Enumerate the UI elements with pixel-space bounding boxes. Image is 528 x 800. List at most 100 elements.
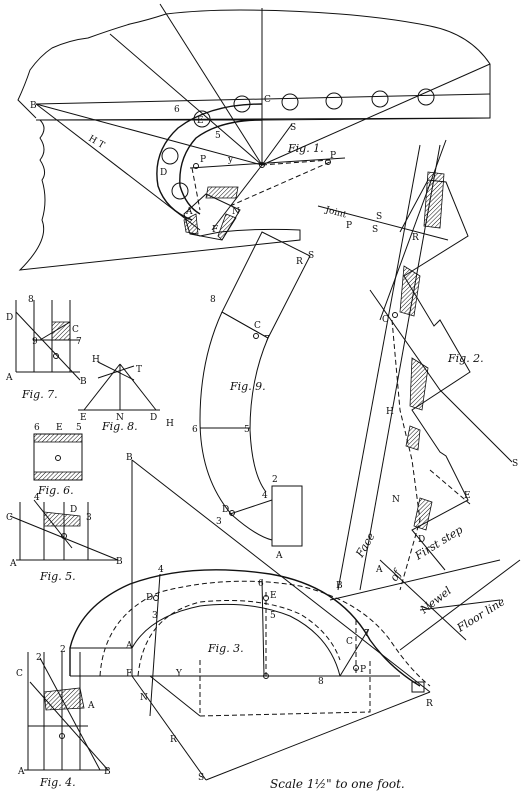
fig4-label-2: 2 [36, 653, 42, 663]
fig9-label-a: A [275, 551, 283, 561]
fig2-label-b: B [336, 581, 343, 591]
fig6-label-5: 5 [76, 423, 82, 433]
fig9-label-4: 4 [262, 491, 268, 501]
fig2-label-h: H [386, 407, 394, 417]
fig4-label-b: B [104, 767, 111, 777]
fig1-outline [17, 9, 491, 271]
fig7-label-c: C [72, 325, 79, 335]
fig9-label-c: C [254, 321, 261, 331]
fig1-label-n: N [232, 207, 240, 217]
fig8-caption: Fig. 8. [101, 420, 138, 433]
fig2-label-c: C [382, 315, 389, 325]
fig5-label-c: C [6, 513, 13, 523]
fig9-label-8: 8 [210, 295, 216, 305]
fig1-label-e: E [197, 116, 204, 126]
fig2-label-s2: S [372, 225, 378, 235]
fig1-label-c: C [264, 95, 271, 105]
fig3-label-r: R [170, 735, 177, 745]
fig5-caption: Fig. 5. [39, 570, 76, 583]
fig4-label-c: C [16, 669, 23, 679]
fig2-label-p: P [346, 221, 352, 231]
fig2-label-e: E [464, 491, 471, 501]
fig7-label-7: 7 [76, 337, 82, 347]
fig1-label-5: 5 [215, 131, 221, 141]
fig9-caption: Fig. 9. [229, 380, 266, 393]
fig1-label-b: B [30, 101, 37, 111]
fig1-label-y: y [227, 155, 234, 165]
fig4-caption: Fig. 4. [39, 776, 76, 789]
fig5-label-3: 3 [86, 513, 92, 523]
fig3-label-6: 6 [258, 579, 264, 589]
fig2-floor-line: Floor line [454, 595, 508, 635]
fig3-label-c: C [346, 637, 353, 647]
fig3-label-4: 4 [158, 565, 164, 575]
fig8-label-h: H [92, 355, 100, 365]
fig9-label-5: 5 [244, 425, 250, 435]
fig8-label-d: D [150, 413, 157, 423]
fig5-label-b: B [116, 557, 123, 567]
fig3-label-p: P [360, 665, 366, 675]
fig-8: H T E N D H Fig. 8. [78, 355, 174, 433]
fig3-label-3: 3 [152, 611, 158, 621]
fig9-label-3: 3 [216, 517, 222, 527]
fig1-caption: Fig. 1. [287, 142, 324, 155]
fig2-caption: Fig. 2. [447, 352, 484, 365]
fig1-label-s: S [290, 123, 296, 133]
fig3-label-e: E [270, 591, 277, 601]
fig5-label-d: D [70, 505, 77, 515]
fig4-label-a: A [87, 701, 95, 711]
fig7-label-8: 8 [28, 295, 34, 305]
fig2-label-r: R [412, 233, 419, 243]
fig3-label-r2: R [426, 699, 433, 709]
fig2-label-s: S [376, 212, 382, 222]
fig9-label-s: S [308, 251, 314, 261]
fig6-caption: Fig. 6. [37, 484, 74, 497]
fig1-label-a: A [185, 207, 193, 217]
fig3-label-8: 8 [318, 677, 324, 687]
fig7-label-9: 9 [32, 337, 38, 347]
fig1-label-f: F [212, 225, 218, 235]
fig8-label-h2: H [166, 419, 174, 429]
fig3-label-2: 2 [60, 645, 66, 655]
fig3-label-5: 5 [270, 611, 276, 621]
fig1-label-p: P [200, 155, 206, 165]
fig6-label-e: E [56, 423, 63, 433]
fig-6: 6 E 5 Fig. 6. [33, 423, 83, 497]
fig7-label-b: B [80, 377, 87, 387]
scale-caption: Scale 1½" to one foot. [270, 777, 405, 791]
fig-7: 8 D 9 C 7 A B Fig. 7. [5, 295, 87, 401]
fig9-label-2: 2 [272, 475, 278, 485]
fig9-label-6: 6 [192, 425, 198, 435]
fig5-label-4: 4 [34, 493, 40, 503]
fig-2: Joint S S P R C H N D E S B A Fig. 2. Fa… [317, 139, 521, 651]
fig-3: B 4 D 3 6 E 5 2 A F Y N R S 7 C P 8 R Fi… [60, 453, 433, 783]
fig-9: 8 C 7 R S 6 5 2 4 D 3 A Fig. 9. [192, 231, 314, 561]
fig9-label-d: D [222, 505, 229, 515]
fig3-label-7: 7 [364, 629, 370, 639]
fig3-label-n: N [140, 693, 148, 703]
fig3-label-f: F [126, 669, 132, 679]
fig-4: 2 C A A B Fig. 4. [16, 652, 111, 789]
fig2-label-n: N [392, 495, 400, 505]
fig7-caption: Fig. 7. [21, 388, 58, 401]
fig3-label-b: B [126, 453, 133, 463]
fig3-label-a: A [125, 641, 133, 651]
fig1-label-d: D [160, 168, 167, 178]
fig1-label-6: 6 [174, 105, 180, 115]
fig5-label-a: A [9, 559, 17, 569]
fig8-label-n: N [116, 413, 124, 423]
fig2-label-a: A [375, 565, 383, 575]
fig7-label-a: A [5, 373, 13, 383]
fig8-label-e: E [80, 413, 87, 423]
fig9-label-7: 7 [264, 335, 270, 345]
fig3-label-y: Y [175, 669, 183, 679]
fig1-label-ht: H T [87, 134, 106, 151]
fig3-label-d: D [146, 593, 153, 603]
fig3-caption: Fig. 3. [207, 642, 244, 655]
fig4-label-a2: A [17, 767, 25, 777]
fig8-label-t: T [136, 365, 142, 375]
fig-5: 4 C D 3 A B Fig. 5. [6, 493, 123, 583]
fig6-label-6: 6 [34, 423, 40, 433]
